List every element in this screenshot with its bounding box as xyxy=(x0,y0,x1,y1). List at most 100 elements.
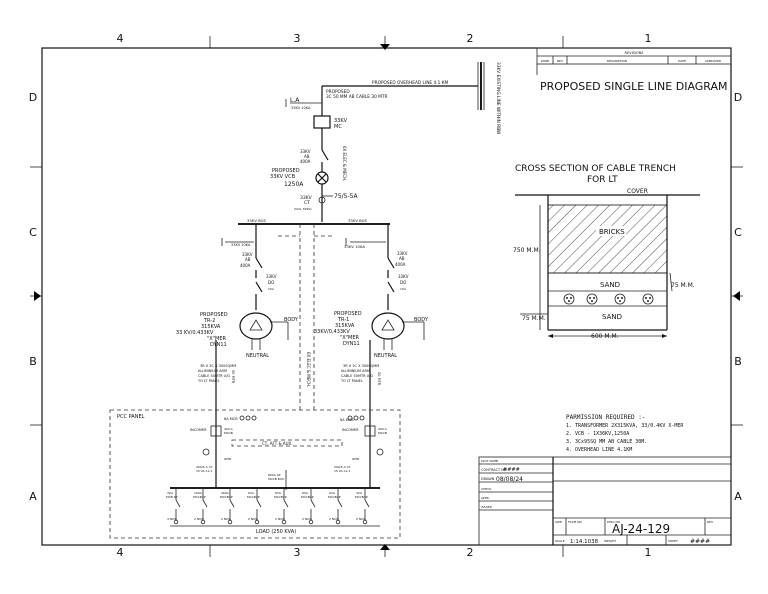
revisions-col: REV xyxy=(557,59,564,63)
permission-item: 4. OVERHEAD LINE 4.1KM xyxy=(566,447,632,453)
feeder-rating: 63A xyxy=(275,491,282,495)
do-right-label: 15A xyxy=(400,287,407,291)
ct-ratio: 75/5-5A xyxy=(334,193,358,200)
center-arrow-left-icon xyxy=(34,291,41,301)
ct-right: 15 VA CL.1 xyxy=(334,469,350,473)
tr2-label: 33 KV/0.433KV xyxy=(176,330,214,336)
tr1-label: TR-1 xyxy=(337,317,349,323)
zone-col-label: 1 xyxy=(645,546,652,559)
zone-row-label: A xyxy=(29,490,37,503)
mccb-top-left: 6A MCB xyxy=(224,417,238,421)
tb-dwg-label: DWG NO xyxy=(607,520,621,524)
load-label: LOAD (250 KVA) xyxy=(256,529,296,535)
ab-left-label: AB xyxy=(245,257,251,262)
dim-total-depth: 750 M.M. xyxy=(513,247,541,254)
permission-item: 1. TRANSFORMER 2X315KVA, 33/0.4KV X-MER xyxy=(566,423,684,429)
ab-cable-label: PROPOSED xyxy=(326,89,350,95)
ab-switch-label: 33KV xyxy=(300,149,311,154)
feeder-type: MCCB4P xyxy=(355,495,368,499)
zone-col-label: 2 xyxy=(467,546,474,559)
feeder-count: 2 NOS. xyxy=(248,517,258,521)
cable-left-label: ALUMINIUM ARM xyxy=(198,369,227,373)
la-label: 33KV 10KA xyxy=(291,106,311,110)
feeder-rating: 63A xyxy=(302,491,309,495)
zone-row-label: B xyxy=(29,355,37,368)
cable-left-label: TO LT PANEL xyxy=(197,379,220,383)
tb-label: PLOT NAME xyxy=(481,459,498,463)
ab-switch-label: AB xyxy=(304,154,310,159)
feeder-type: MCCB4P xyxy=(328,495,341,499)
meter-right: IMTR xyxy=(352,457,359,461)
incomer-right: INCOMER xyxy=(342,428,359,432)
feeder-rating: 63A xyxy=(329,491,336,495)
tb-sheet-label: SHEET xyxy=(668,539,678,543)
tb-value: #### xyxy=(503,467,520,473)
feeder-count: 2 NOS. xyxy=(221,517,231,521)
cable-len-right: 50 MTR xyxy=(377,372,381,386)
mc-label: MC xyxy=(334,124,342,130)
mccb-left: 400 A xyxy=(224,427,234,431)
ab-left-label: 400A xyxy=(240,263,251,268)
mc-box xyxy=(313,115,331,129)
existing-line-label: 33KV EXISTING LINE WITHIN RBW xyxy=(495,62,501,135)
tr1-label: "X"MER xyxy=(340,335,359,341)
tr1-label: 33KV/0.433KV xyxy=(314,329,350,335)
ct-left: 15 VA CL.1 xyxy=(196,469,212,473)
revisions-col: DESCRIPTION xyxy=(607,59,627,63)
ab-right-label: 33KV xyxy=(397,251,408,256)
revisions-col: APPROVED xyxy=(705,59,722,63)
earth-mark-lt: 6X ELEC & MECH. xyxy=(306,352,311,387)
mc-label: 33KV xyxy=(334,118,348,124)
tb-label: DRAWN xyxy=(481,477,495,481)
mccb-left: MCCB xyxy=(224,431,233,435)
pcc-label: PCC PANEL xyxy=(117,414,145,420)
zone-row-label: D xyxy=(734,91,742,104)
cable-len-left: 50 MTR xyxy=(231,370,235,384)
zone-col-label: 3 xyxy=(294,546,301,559)
existing-line: 33KV EXISTING LINE WITHIN RBW xyxy=(477,62,501,135)
zone-row-label: D xyxy=(29,91,37,104)
body-label-right: BODY xyxy=(414,317,429,323)
trench-cables xyxy=(563,293,654,305)
tb-label: APPR. xyxy=(481,496,490,500)
cable-right-label: ALUMINIUM ARM xyxy=(341,369,370,373)
earth-mark: 6X ELEC & MECH. xyxy=(342,146,347,181)
dim-bottom-depth: 75 M.M. xyxy=(522,315,546,322)
zone-col-label: 3 xyxy=(294,32,301,45)
revisions-heading: REVISIONS xyxy=(625,51,645,55)
bus-left-label: 33KV BUS xyxy=(247,218,267,223)
tb-label: ISSUED xyxy=(481,505,493,509)
trench-title: FOR LT xyxy=(587,175,618,185)
drawing-number: AJ-24-129 xyxy=(612,522,670,536)
vcb-label: 1250A xyxy=(284,181,304,188)
do-left-label: 33KV xyxy=(266,274,277,279)
cable-left-label: CABLE 50MTR U/G xyxy=(198,374,230,378)
revisions-table: REVISIONS ZONE REV DESCRIPTION DATE APPR… xyxy=(536,47,732,75)
tr2-label: PROPOSED xyxy=(200,312,228,318)
ab-switch-label: 400A xyxy=(300,159,311,164)
permission-item: 3. 3Cx95SQ MM AB CABLE 30M. xyxy=(566,439,647,445)
tr1-label: 315KVA xyxy=(335,323,355,329)
ct-left: 300/5 A CT xyxy=(196,465,213,469)
feeder-rating: 32A xyxy=(356,491,363,495)
cable-left-label: 3R X 3C X 300SQMM xyxy=(200,364,236,368)
center-arrow-bottom-icon xyxy=(380,544,390,550)
zone-row-label: C xyxy=(734,226,742,239)
zone-col-label: 2 xyxy=(467,32,474,45)
overhead-line-label: PROPOSED OVERHEAD LINE 4.1 KM xyxy=(372,80,449,86)
revisions-col: ZONE xyxy=(541,59,550,63)
title-block: PLOT NAME CONTRACT NO #### DRAWN 08/08/2… xyxy=(478,456,732,546)
bus-coupler: MCCB BUS xyxy=(268,477,284,481)
feeder-rating: 32A xyxy=(167,491,174,495)
meter-left: IMTR xyxy=(224,457,231,461)
ct-label: (5VA, 5P20) xyxy=(294,207,312,211)
transformer-tr2 xyxy=(239,312,273,340)
drawing-frame xyxy=(41,47,732,546)
do-left-label: DO xyxy=(268,280,274,285)
feeder-count: 2 NOS. xyxy=(356,517,366,521)
